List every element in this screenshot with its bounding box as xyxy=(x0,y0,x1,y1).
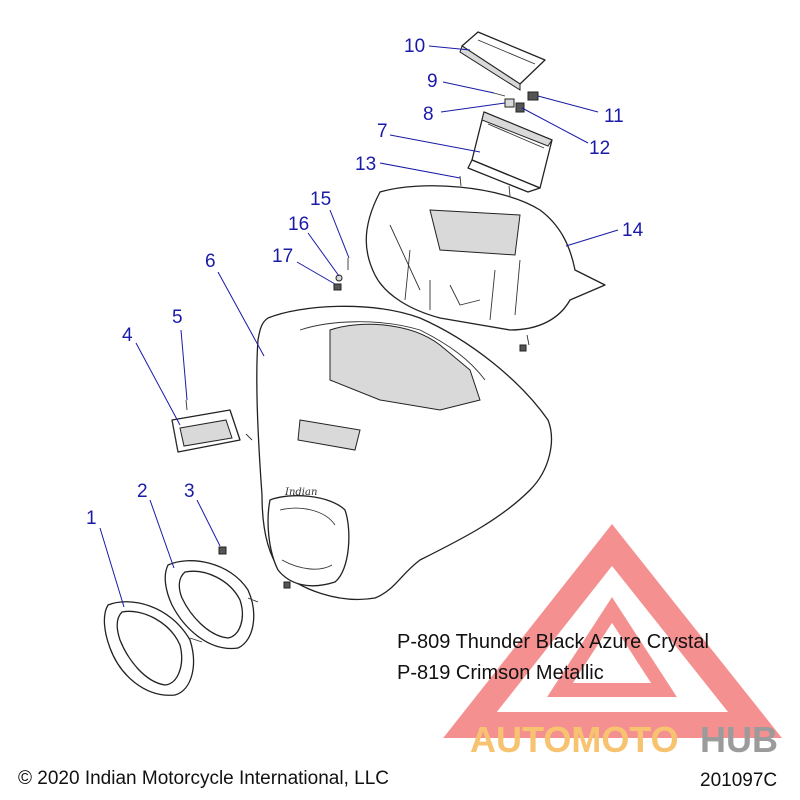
paint-code-2: P-819 Crimson Metallic xyxy=(397,662,604,684)
callout-13: 13 xyxy=(355,154,376,175)
paint-code-1: P-809 Thunder Black Azure Crystal xyxy=(397,631,709,653)
callout-15: 15 xyxy=(310,189,331,210)
callout-4: 4 xyxy=(122,325,133,346)
part-3-grommet xyxy=(218,546,227,555)
callout-1: 1 xyxy=(86,508,97,529)
paint-codes: P-809 Thunder Black Azure Crystal P-819 … xyxy=(397,631,709,684)
watermark-text-2: HUB xyxy=(700,719,778,760)
callout-14: 14 xyxy=(622,220,644,241)
part-17-nut xyxy=(333,283,342,291)
copyright: © 2020 Indian Motorcycle International, … xyxy=(18,768,389,789)
part-14-inner-fairing xyxy=(365,185,606,352)
callout-6: 6 xyxy=(205,251,216,272)
part-4-light-housing xyxy=(171,409,241,453)
callout-5: 5 xyxy=(172,307,183,328)
part-7-bin xyxy=(467,111,553,193)
leader-lines xyxy=(99,45,619,608)
part-1-bezel xyxy=(103,601,203,696)
watermark-logo: AUTOMOTO HUB xyxy=(443,524,782,760)
part-6-outer-fairing: Indian xyxy=(256,305,552,601)
part-11-bracket xyxy=(527,91,539,101)
part-5-screws xyxy=(185,399,253,441)
part-10-cover xyxy=(459,31,546,91)
callout-7: 7 xyxy=(377,121,388,142)
callout-8: 8 xyxy=(423,104,434,125)
callout-10: 10 xyxy=(404,36,425,57)
callout-9: 9 xyxy=(427,71,438,92)
part-16-washer xyxy=(335,274,343,282)
watermark-text-1: AUTOMOTO xyxy=(470,719,679,760)
callout-11: 11 xyxy=(604,106,624,127)
callout-16: 16 xyxy=(288,214,309,235)
callout-labels: 1 2 3 4 5 6 7 8 9 10 11 12 13 14 15 16 1… xyxy=(86,36,644,529)
drawing-number: 201097C xyxy=(700,770,777,791)
part-8-nut xyxy=(504,98,515,108)
part-2-trim-ring xyxy=(164,560,259,650)
callout-12: 12 xyxy=(589,138,610,159)
fairing-emblem: Indian xyxy=(284,487,317,498)
part-13-screws xyxy=(459,175,511,197)
callout-17: 17 xyxy=(272,246,293,267)
part-12-clip xyxy=(515,102,525,113)
callout-2: 2 xyxy=(137,481,148,502)
callout-3: 3 xyxy=(184,481,195,502)
